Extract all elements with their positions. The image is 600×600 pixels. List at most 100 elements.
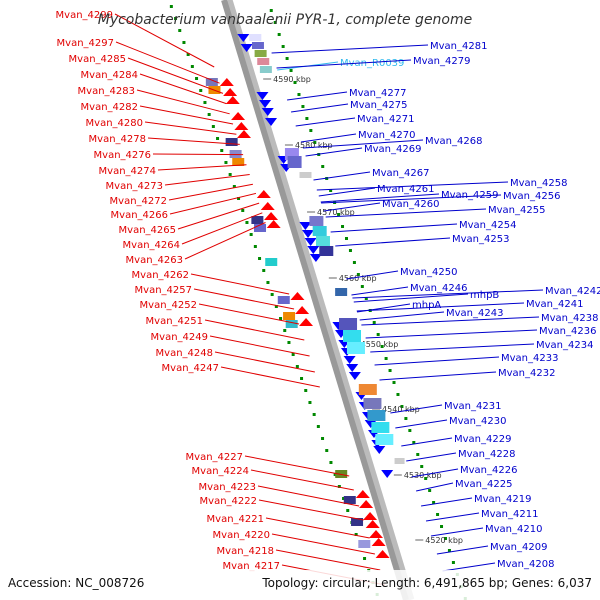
gene-block bbox=[315, 236, 330, 246]
gene-label-left: Mvan_4227 bbox=[186, 452, 243, 463]
gene-label-right: Mvan_4236 bbox=[539, 326, 596, 337]
gene-label-right: Mvan_4230 bbox=[449, 416, 506, 427]
kbp-label: 4520 kbp bbox=[425, 536, 463, 545]
tick-mark bbox=[262, 269, 266, 272]
tick-mark bbox=[273, 21, 277, 24]
tick-mark bbox=[337, 485, 341, 488]
gene-label-right: Mvan_4270 bbox=[358, 130, 415, 141]
gene-block bbox=[229, 150, 242, 158]
forward-gene bbox=[359, 500, 374, 508]
gene-label-left: Mvan_4283 bbox=[78, 86, 135, 97]
forward-gene bbox=[260, 202, 275, 210]
gene-label-right: Mvan_4250 bbox=[400, 267, 457, 278]
leader-line-left bbox=[204, 319, 305, 341]
gene-label-right: Mvan_4261 bbox=[377, 184, 434, 195]
forward-gene bbox=[290, 292, 305, 300]
tick-mark bbox=[337, 213, 341, 216]
gene-label-left: Mvan_4223 bbox=[199, 482, 256, 493]
gene-label-right: Mvan_4269 bbox=[364, 144, 421, 155]
gene-label-right: Mvan_4255 bbox=[488, 205, 545, 216]
gene-label-right: Mvan_4267 bbox=[372, 168, 429, 179]
genome-summary-text: Topology: circular; Length: 6,491,865 bp… bbox=[261, 576, 592, 590]
tick-mark bbox=[392, 381, 396, 384]
gene-block bbox=[312, 226, 327, 236]
tick-mark bbox=[295, 365, 299, 368]
gene-label-right: Mvan_4233 bbox=[501, 353, 558, 364]
tick-mark bbox=[220, 149, 224, 152]
gene-label-left: Mvan_4263 bbox=[126, 255, 183, 266]
gene-label-right: Mvan_4234 bbox=[536, 340, 593, 351]
leader-line-right bbox=[395, 419, 448, 429]
accession-text: Accession: NC_008726 bbox=[8, 576, 144, 590]
leader-line-left bbox=[136, 89, 230, 115]
leader-line-right bbox=[356, 302, 525, 312]
gene-label-left: Mvan_4265 bbox=[119, 225, 176, 236]
tick-mark bbox=[301, 105, 305, 108]
leader-line-right bbox=[421, 497, 473, 507]
gene-block bbox=[254, 50, 267, 57]
gene-label-right: Mvan_4258 bbox=[510, 178, 567, 189]
reverse-gene bbox=[373, 446, 386, 454]
tick-mark bbox=[253, 245, 257, 248]
tick-mark bbox=[249, 233, 253, 236]
gene-label-left: Mvan_4217 bbox=[223, 561, 280, 572]
gene-block bbox=[299, 172, 312, 178]
gene-label-left: Mvan_4273 bbox=[106, 181, 163, 192]
tick-mark bbox=[300, 377, 304, 380]
leader-line-right bbox=[335, 237, 451, 247]
gene-label-left: Mvan_4274 bbox=[99, 166, 156, 177]
tick-mark bbox=[269, 9, 273, 12]
tick-mark bbox=[228, 173, 232, 176]
leader-line-right bbox=[321, 194, 502, 204]
leader-line-left bbox=[157, 164, 247, 171]
kbp-label: 4590 kbp bbox=[273, 75, 311, 84]
tick-mark bbox=[245, 221, 249, 224]
tick-mark bbox=[356, 273, 360, 276]
reverse-gene bbox=[346, 364, 359, 372]
tick-mark bbox=[341, 225, 345, 228]
gene-label-left: Mvan_4272 bbox=[110, 196, 167, 207]
leader-line-right bbox=[316, 181, 509, 191]
kbp-label: 4570 kbp bbox=[317, 208, 355, 217]
gene-label-right: Mvan_4232 bbox=[498, 368, 555, 379]
reverse-gene bbox=[299, 222, 312, 230]
leader-line-left bbox=[115, 41, 220, 84]
tick-mark bbox=[308, 401, 312, 404]
gene-label-left: Mvan_4278 bbox=[89, 134, 146, 145]
tick-mark bbox=[186, 53, 190, 56]
kbp-label: 4580 kbp bbox=[295, 141, 333, 150]
gene-label-left: Mvan_4285 bbox=[69, 54, 126, 65]
leader-line-left bbox=[258, 499, 364, 521]
leader-line-left bbox=[244, 455, 350, 477]
gene-label-left: Mvan_4252 bbox=[140, 300, 197, 311]
reverse-gene bbox=[259, 100, 272, 108]
tick-mark bbox=[224, 161, 228, 164]
kbp-label: 4560 kbp bbox=[339, 274, 377, 283]
reverse-gene bbox=[304, 238, 317, 246]
gene-block bbox=[285, 320, 298, 328]
gene-block bbox=[259, 66, 272, 73]
forward-gene bbox=[237, 130, 251, 138]
reverse-gene bbox=[237, 34, 250, 42]
tick-mark bbox=[190, 65, 194, 68]
gene-block bbox=[257, 58, 270, 65]
tick-mark bbox=[279, 317, 283, 320]
gene-label-right: Mvan_4268 bbox=[425, 136, 482, 147]
gene-label-left: Mvan_4280 bbox=[86, 118, 143, 129]
gene-block bbox=[346, 342, 365, 354]
forward-gene bbox=[355, 490, 370, 498]
backbone-shadow bbox=[223, 0, 415, 600]
gene-block bbox=[232, 158, 245, 166]
forward-gene bbox=[375, 550, 390, 558]
forward-gene bbox=[266, 220, 281, 228]
leader-line-right bbox=[442, 562, 496, 572]
tick-mark bbox=[384, 357, 388, 360]
gene-label-right: Mvan_4253 bbox=[452, 234, 509, 245]
leader-line-right bbox=[406, 452, 457, 462]
tick-mark bbox=[428, 489, 432, 492]
tick-mark bbox=[178, 29, 182, 32]
leader-line-right bbox=[352, 289, 544, 299]
tick-mark bbox=[285, 57, 289, 60]
tick-mark bbox=[266, 281, 270, 284]
